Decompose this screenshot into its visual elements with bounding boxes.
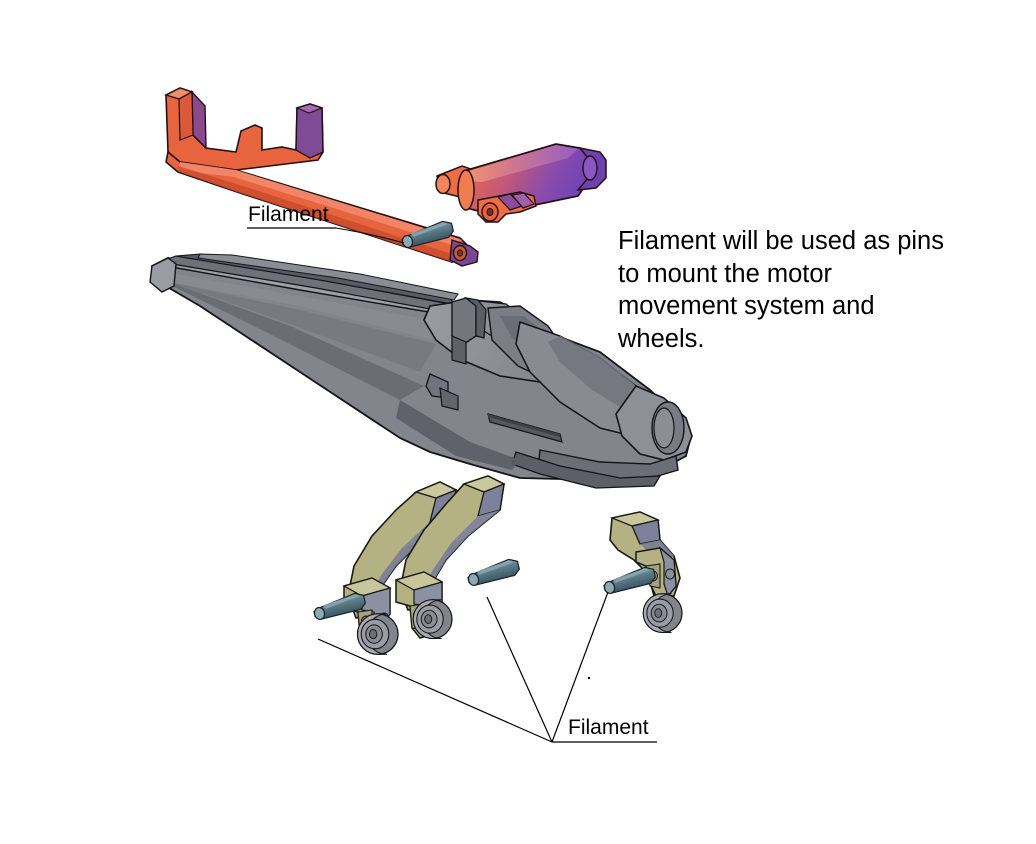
callout-label-bottom: Filament xyxy=(568,716,649,739)
stray-dot-mark xyxy=(587,676,591,680)
callout-bottom-leaders xyxy=(317,591,657,743)
note-line-4: wheels. xyxy=(618,324,705,353)
note-line-3: movement system and xyxy=(618,292,875,321)
fuselage-body-part xyxy=(149,253,693,489)
callout-top-leader xyxy=(247,227,405,244)
motor-mount-arm-part xyxy=(164,87,479,267)
note-line-2: to mount the motor xyxy=(618,259,833,288)
wheel-right xyxy=(642,593,683,634)
wheel-middle xyxy=(412,599,453,640)
filament-pin-middle-leg xyxy=(465,556,522,588)
filament-pin-right-leg xyxy=(601,564,658,596)
callout-label-top: Filament xyxy=(248,203,329,226)
wheel-left xyxy=(356,613,399,655)
note-line-1: Filament will be used as pins xyxy=(618,227,944,255)
annotation-note: Filament will be used as pins to mount t… xyxy=(618,225,1008,356)
motor-cylinder-part xyxy=(435,143,607,223)
